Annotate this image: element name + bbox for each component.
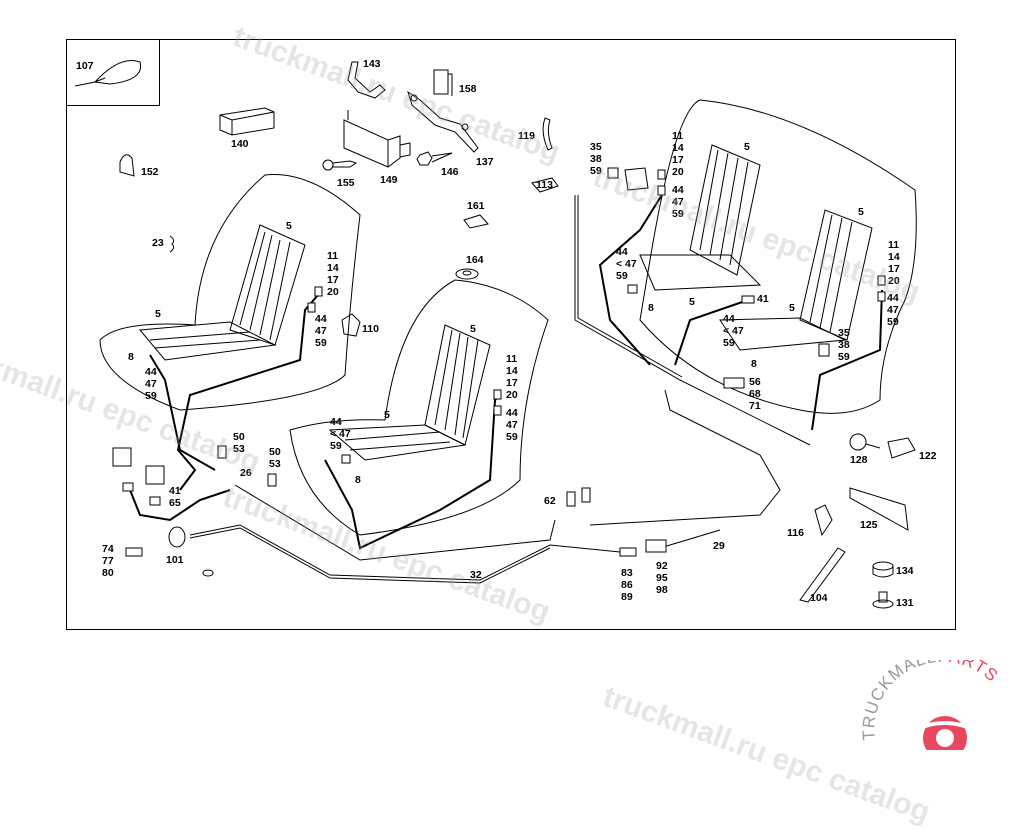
connectors bbox=[112, 167, 886, 577]
callout-label: 5 bbox=[789, 302, 795, 314]
callout-label: 44 47 59 bbox=[887, 292, 899, 328]
cable-tie-icon bbox=[74, 60, 142, 87]
wiring-harness bbox=[129, 189, 883, 550]
bracket-122-icon bbox=[887, 437, 916, 459]
callout-label: 5 bbox=[858, 206, 864, 218]
callout-label: 5 bbox=[470, 323, 476, 335]
diagram-frame bbox=[66, 39, 956, 630]
cover-128-icon bbox=[849, 433, 881, 451]
clip-158-icon bbox=[433, 69, 453, 96]
tube-harness bbox=[189, 195, 811, 584]
callout-label: 161 bbox=[467, 200, 485, 212]
callout-label: 44 47 59 bbox=[506, 407, 518, 443]
screw-155-icon bbox=[322, 159, 358, 171]
callout-label: 137 bbox=[476, 156, 494, 168]
callout-label: 44 < 47 59 bbox=[330, 416, 351, 452]
callout-label: 113 bbox=[536, 179, 553, 191]
callout-label: 92 95 98 bbox=[656, 560, 668, 596]
callout-label: 11 14 17 20 bbox=[888, 239, 900, 287]
callout-label: 32 bbox=[470, 569, 482, 581]
callout-label: 146 bbox=[441, 166, 459, 178]
callout-label: 5 bbox=[689, 296, 695, 308]
parts-drawing bbox=[74, 60, 917, 609]
callout-label: 50 53 bbox=[233, 431, 245, 455]
callout-label: 41 65 bbox=[169, 485, 181, 509]
callout-label: 44 47 59 bbox=[145, 366, 157, 402]
callout-label: 134 bbox=[896, 565, 914, 577]
callout-label: 5 bbox=[384, 409, 390, 421]
callout-label: 158 bbox=[459, 83, 477, 95]
callout-label: 101 bbox=[166, 554, 184, 566]
callout-label: 125 bbox=[860, 519, 878, 531]
middle-front-seat bbox=[289, 279, 549, 536]
grommet-134-icon bbox=[872, 561, 894, 578]
grommet-131-icon bbox=[872, 591, 894, 609]
callout-label: 140 bbox=[231, 138, 249, 150]
bracket-137-icon bbox=[407, 90, 479, 153]
grommet-164-icon bbox=[455, 268, 479, 280]
callout-label: 5 bbox=[155, 308, 161, 320]
clip-110-icon bbox=[341, 313, 361, 337]
callout-label: 5 bbox=[286, 220, 292, 232]
callout-label: 35 38 59 bbox=[590, 141, 602, 177]
callout-label: 56 68 71 bbox=[749, 376, 761, 412]
callout-label: 119 bbox=[518, 130, 535, 142]
callout-label: 44 < 47 59 bbox=[723, 313, 744, 349]
callout-label: 23 bbox=[152, 237, 164, 249]
control-unit-149-icon bbox=[343, 110, 411, 168]
callout-label: 50 53 bbox=[269, 446, 281, 470]
bracket-143-icon bbox=[347, 61, 386, 99]
callout-label: 8 bbox=[648, 302, 654, 314]
bolt-146-icon bbox=[416, 151, 453, 166]
clip-23-icon bbox=[169, 235, 175, 253]
callout-label: 8 bbox=[355, 474, 361, 486]
callout-label: 44 47 59 bbox=[672, 184, 684, 220]
callout-label: 152 bbox=[141, 166, 159, 178]
callout-label: 110 bbox=[362, 323, 379, 335]
callout-label: 11 14 17 20 bbox=[506, 353, 518, 401]
callout-label: 5 bbox=[744, 141, 750, 153]
callout-label: 116 bbox=[787, 527, 804, 539]
callout-label: 62 bbox=[544, 495, 556, 507]
callout-label: 122 bbox=[919, 450, 937, 462]
callout-label: 131 bbox=[896, 597, 914, 609]
clip-113-icon bbox=[531, 177, 559, 193]
tool-104-icon bbox=[799, 547, 846, 603]
clip-161-icon bbox=[463, 214, 489, 229]
callout-label: 164 bbox=[466, 254, 484, 266]
callout-label: 8 bbox=[751, 358, 757, 370]
callout-label: 149 bbox=[380, 174, 398, 186]
callout-label: 44 < 47 59 bbox=[616, 246, 637, 282]
callout-label: 41 bbox=[757, 293, 769, 305]
left-front-seat bbox=[99, 174, 361, 411]
callout-label: 155 bbox=[337, 177, 355, 189]
inset-box-cable-tie bbox=[66, 39, 160, 106]
bracket-125-icon bbox=[849, 487, 909, 531]
clip-152-icon bbox=[119, 154, 135, 177]
callout-label: 11 14 17 20 bbox=[672, 130, 684, 178]
truckmall-parts-logo: TRUCKMALLPARTS bbox=[859, 647, 1020, 760]
relay-140-icon bbox=[219, 107, 275, 136]
callout-label: 83 86 89 bbox=[621, 567, 633, 603]
clip-116-icon bbox=[814, 504, 833, 537]
handle-119-icon bbox=[542, 117, 553, 151]
callout-label: 44 47 59 bbox=[315, 313, 327, 349]
callout-label: 74 77 80 bbox=[102, 543, 114, 579]
callout-label: 104 bbox=[810, 592, 828, 604]
callout-label: 35 38 59 bbox=[838, 327, 850, 363]
callout-label: 29 bbox=[713, 540, 725, 552]
callout-label: 26 bbox=[240, 467, 252, 479]
callout-label: 11 14 17 20 bbox=[327, 250, 339, 298]
callout-label: 143 bbox=[363, 58, 381, 70]
rear-bench-seat bbox=[639, 99, 917, 414]
callout-label: 128 bbox=[850, 454, 868, 466]
callout-label: 8 bbox=[128, 351, 134, 363]
callout-label: 107 bbox=[76, 60, 94, 72]
